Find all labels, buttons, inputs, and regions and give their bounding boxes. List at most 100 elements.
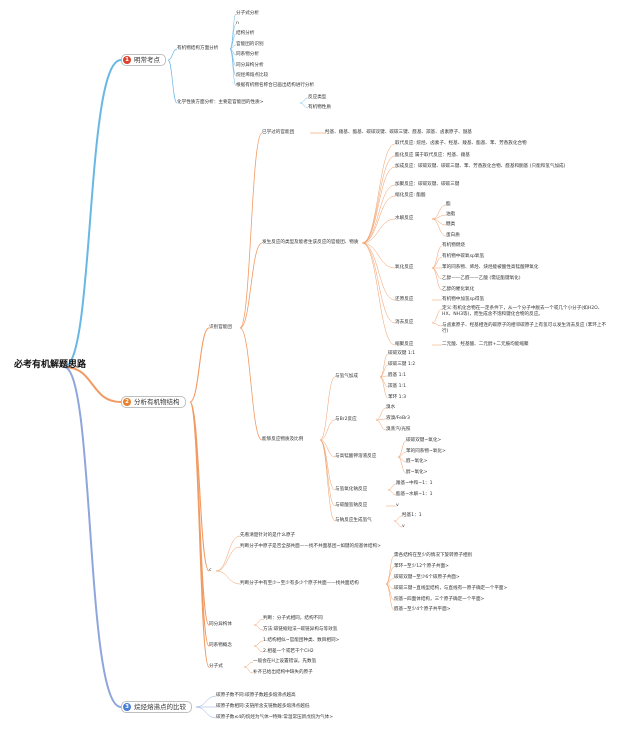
connector-line	[397, 456, 407, 474]
topic-coplanar: c	[209, 568, 212, 573]
connector-line	[253, 624, 264, 631]
connector-line	[361, 143, 396, 244]
item: 羧基~中和~1：1	[396, 481, 433, 486]
connector-line	[385, 583, 395, 611]
branch-3-topic[interactable]: 3 烷烃熔沸点的比较	[121, 701, 192, 713]
connector-line	[431, 256, 443, 269]
item: 分子式分析	[236, 11, 259, 16]
branch-2-line	[63, 366, 122, 403]
item: 碳碳双键~至少6个碳原子共面>	[394, 575, 460, 580]
item: 溴蒸汽/光照	[386, 427, 411, 432]
item: 一般会在H上设置错误，先数氢	[253, 659, 317, 664]
connector-line	[319, 439, 336, 507]
topic-known-groups: 已学过的官能团	[262, 130, 295, 135]
topic-elimination: 消去反应	[395, 320, 414, 325]
connector-line	[431, 204, 447, 220]
connector-line	[361, 242, 396, 301]
item: 碳碳双键~氧化>	[406, 438, 442, 443]
item: 碳原子数相同:支链所含支链数越多熔沸点越低	[216, 704, 310, 709]
item: 碳碳双键 1:1	[388, 351, 416, 356]
topic-reacting-ratio: 能够反应物质及比例	[262, 437, 304, 442]
connector-line	[215, 546, 241, 572]
connector-line	[431, 245, 443, 269]
connector-line	[229, 33, 237, 50]
item: 蛋白质	[446, 233, 460, 238]
item: 判断：分子式相同，结构不同	[263, 616, 323, 621]
connector-line	[361, 218, 396, 244]
text: 有机物中加氢sp得氢	[442, 297, 485, 302]
connector-line	[431, 267, 443, 280]
branch-1-line	[63, 59, 122, 368]
connector-line	[299, 102, 309, 109]
branch-2-topic[interactable]: 2 分析有机物结构	[121, 396, 186, 408]
reaction-condensation: 缩化反应: 酯酸	[395, 193, 426, 198]
item: 烷烃烯熔点比较	[236, 73, 269, 78]
connector-line	[167, 59, 178, 104]
item: 方法:碳链缩短法~碳链异构与等效氢	[263, 627, 338, 632]
topic-coplanar-count: 判断分子中有至少~至少有多少个原子共面——找共面结构	[240, 581, 359, 586]
connector-line	[253, 618, 264, 626]
reaction-polymerization: 加聚反应：碳碳双键、碳碳三键	[395, 182, 460, 187]
connector-line	[361, 195, 396, 244]
text: v	[396, 503, 399, 508]
item: 液溴/FeBr3	[386, 416, 410, 421]
connector-line	[387, 483, 397, 491]
item: 判断分子中原子是否全部共面——找不共面基团~如键的烷基体结构>	[240, 544, 381, 549]
item: n	[236, 21, 239, 26]
text: 二元酸、羟基酸、二元醇+二元胺均能缩聚	[442, 342, 529, 347]
item: 官能团的识别	[236, 42, 264, 47]
branch-1-label: 明常考点	[134, 56, 160, 64]
connector-line	[431, 308, 443, 324]
connector-line	[319, 419, 336, 441]
connector-line	[215, 535, 241, 572]
item: 碳碳三键 1:2	[388, 362, 416, 367]
connector-line	[379, 376, 389, 399]
item: 同系物分析	[236, 52, 259, 57]
connector-line	[397, 440, 407, 458]
item: 根据有机物名称合已画出结构进行分析	[236, 83, 315, 88]
item: 碳原子数不同:碳原子数越多熔沸点越高	[216, 693, 296, 698]
connector-line	[319, 439, 336, 458]
text: 定义:有机化合物在一定条件下，从一个分子中脱去一个或几个小分子(如H2O、	[442, 306, 603, 311]
topic-chemical-properties: 化学性质方面分析：主要是官能团的性质>	[177, 100, 264, 105]
item: 补齐已给出结构中缺失的原子	[253, 670, 313, 675]
connector-line	[361, 166, 396, 244]
item: 乙醇的催化氧化	[442, 287, 475, 292]
branch-2-label: 分析有机物结构	[134, 398, 180, 406]
connector-line	[393, 520, 403, 528]
connector-line	[431, 267, 443, 291]
item: 同分异构分析	[236, 63, 264, 68]
item: 醛基~至少4个原子共平面>	[394, 607, 451, 612]
branch-3-label: 烷烃熔沸点的比较	[134, 703, 186, 711]
connector-line	[319, 439, 336, 522]
item: 苯的同系物~氧化>	[406, 449, 446, 454]
reaction-addition: 加成反应：碳碳双键、碳碳三键、苯、芳香族化合物、醛基和酮基 (只能和氢气加成)	[395, 164, 566, 169]
topic-bromine: 与Br2反应	[335, 417, 357, 422]
connector-line	[431, 322, 443, 327]
connector-line	[375, 407, 387, 421]
item: 油脂	[446, 212, 456, 217]
item: 醛~氧化>	[406, 459, 428, 464]
item: 乙醇——乙醛——乙酸 (需证酯键氧化)	[442, 276, 521, 281]
topic-hydrogenation: 与氢气加成	[335, 374, 358, 379]
connector-line	[243, 661, 254, 668]
connector-line	[431, 214, 447, 220]
connector-line	[379, 376, 389, 388]
item: v	[402, 524, 405, 529]
item: 2.相差一个或若干个CH2	[263, 649, 314, 654]
connector-line	[195, 695, 217, 708]
connector-line	[253, 640, 264, 647]
reaction-esterification: 酯化反应 属于取代反应：羟基、羧基	[395, 153, 470, 158]
item: 有机物性质	[308, 105, 331, 110]
connector-line	[387, 489, 397, 496]
connector-line	[189, 401, 210, 668]
branch-1-topic[interactable]: 1 明常考点	[121, 54, 166, 66]
connector-line	[361, 242, 396, 269]
topic-formula: 分子式	[209, 664, 223, 669]
reaction-substitution: 取代反应: 烷烃、卤素子、羟基、羧基、酯基、苯、芳香族化合物	[395, 141, 527, 146]
item: 酯	[446, 202, 451, 207]
topic-naoh: 与氢氧化钠反应	[335, 487, 368, 492]
topic-permanganate: 与高锰酸钾溶液反应	[335, 454, 377, 459]
connector-line	[239, 132, 263, 329]
